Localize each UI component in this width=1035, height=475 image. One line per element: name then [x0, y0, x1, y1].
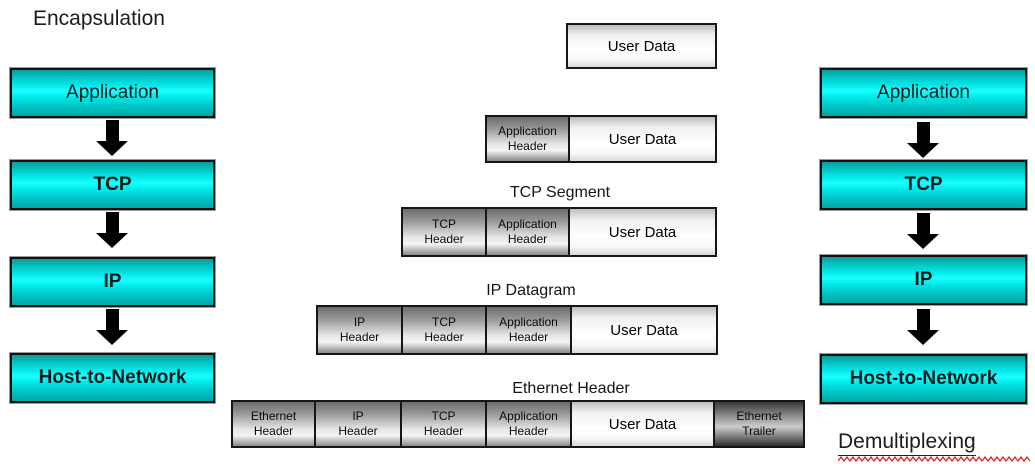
row-label-ip-datagram: IP Datagram: [486, 282, 576, 299]
encapsulation-title: Encapsulation: [33, 7, 165, 30]
arrow-stem: [105, 120, 119, 141]
left-stack-host-to-network: Host-to-Network: [10, 353, 215, 403]
cell-user-data: User Data: [566, 23, 717, 69]
cell-tcp-header: TCP Header: [400, 400, 487, 448]
left-stack-application: Application: [10, 68, 215, 118]
arrow-head: [907, 330, 939, 345]
cell-ip-header: IP Header: [314, 400, 402, 448]
right-stack-tcp: TCP: [820, 160, 1027, 210]
down-arrow-icon: [907, 213, 939, 249]
down-arrow-icon: [96, 120, 128, 156]
cell-application-header: Application Header: [485, 207, 570, 257]
arrow-head: [907, 143, 939, 158]
stack-box-label: TCP: [904, 174, 943, 195]
row-label-ethernet-header: Ethernet Header: [512, 380, 630, 397]
right-stack-host-to-network: Host-to-Network: [820, 354, 1027, 404]
encapsulation-row-tcp-segment: TCP Header Application Header User Data: [401, 207, 717, 257]
arrow-stem: [105, 309, 119, 330]
arrow-head: [907, 234, 939, 249]
demultiplexing-title: Demultiplexing: [838, 430, 1030, 463]
arrow-head: [96, 233, 128, 248]
down-arrow-icon: [907, 122, 939, 158]
cell-user-data: User Data: [570, 400, 715, 448]
encapsulation-row-application: Application Header User Data: [485, 115, 717, 163]
cell-user-data: User Data: [568, 207, 717, 257]
cell-ethernet-header: Ethernet Header: [231, 400, 316, 448]
cell-application-header: Application Header: [485, 305, 572, 355]
row-label-tcp-segment: TCP Segment: [509, 184, 611, 201]
stack-box-label: IP: [103, 271, 122, 292]
arrow-stem: [105, 212, 119, 233]
stack-box-label: TCP: [93, 174, 132, 195]
cell-tcp-header: TCP Header: [401, 305, 487, 355]
down-arrow-icon: [96, 309, 128, 345]
stack-box-label: Application: [66, 82, 159, 103]
demultiplexing-label: Demultiplexing: [838, 430, 976, 456]
down-arrow-icon: [96, 212, 128, 248]
encapsulation-row-ip-datagram: IP Header TCP Header Application Header …: [316, 305, 718, 355]
stack-box-label: Application: [877, 82, 970, 103]
red-squiggle-underline: [838, 456, 1030, 462]
arrow-stem: [916, 309, 930, 330]
cell-application-header: Application Header: [485, 400, 572, 448]
stack-box-label: Host-to-Network: [849, 368, 998, 389]
arrow-stem: [916, 122, 930, 143]
cell-tcp-header: TCP Header: [401, 207, 487, 257]
encapsulation-row-ethernet-frame: Ethernet Header IP Header TCP Header App…: [231, 400, 805, 448]
left-stack-tcp: TCP: [10, 160, 215, 210]
down-arrow-icon: [907, 309, 939, 345]
arrow-head: [96, 330, 128, 345]
cell-application-header: Application Header: [485, 115, 570, 163]
left-stack-ip: IP: [10, 257, 215, 307]
right-stack-application: Application: [820, 68, 1027, 118]
arrow-stem: [916, 213, 930, 234]
cell-ethernet-trailer: Ethernet Trailer: [713, 400, 805, 448]
cell-ip-header: IP Header: [316, 305, 403, 355]
encapsulation-row-user-data: User Data: [566, 23, 717, 69]
arrow-head: [96, 141, 128, 156]
cell-user-data: User Data: [568, 115, 717, 163]
cell-user-data: User Data: [570, 305, 718, 355]
stack-box-label: Host-to-Network: [38, 367, 187, 388]
stack-box-label: IP: [914, 269, 933, 290]
right-stack-ip: IP: [820, 255, 1027, 305]
